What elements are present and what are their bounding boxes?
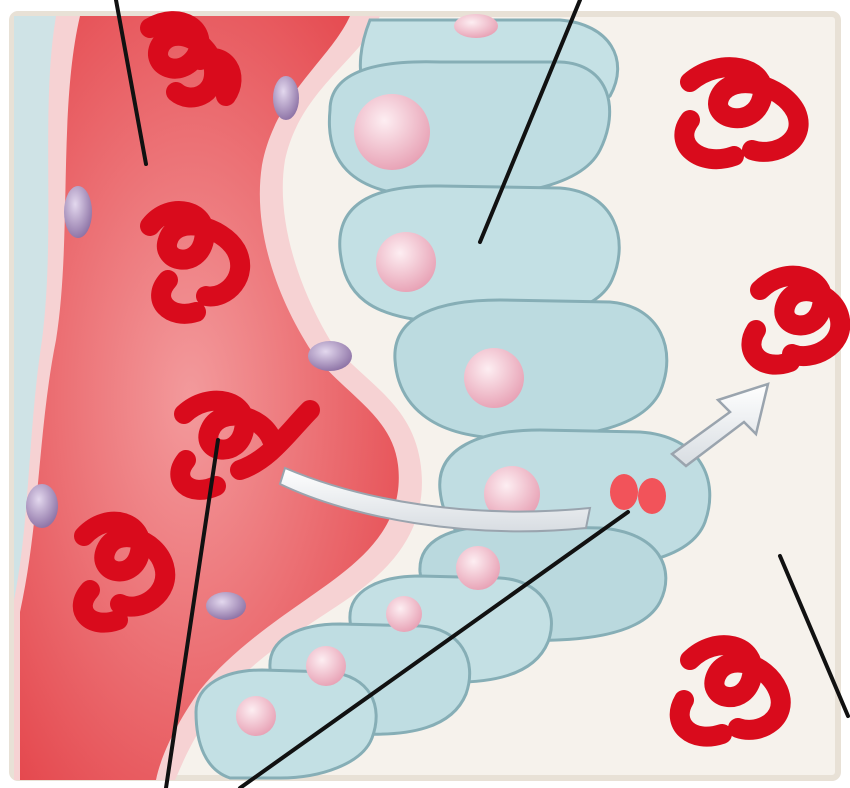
cell-nucleus [386,596,422,632]
endothelial-nucleus [273,76,299,120]
hormone-granule [610,474,638,510]
cell-nucleus [306,646,346,686]
endothelial-nucleus [26,484,58,528]
cell-nucleus [354,94,430,170]
cell-nucleus [454,14,498,38]
endothelial-nucleus [64,186,92,238]
endothelial-nucleus [206,592,246,620]
hormone-granule [638,478,666,514]
endothelial-nucleus [308,341,352,371]
endocrine-cell [196,670,376,778]
cell-nucleus [464,348,524,408]
endocrine-cell [395,300,667,438]
cell-nucleus [236,696,276,736]
cell-nucleus [456,546,500,590]
cell-nucleus [376,232,436,292]
